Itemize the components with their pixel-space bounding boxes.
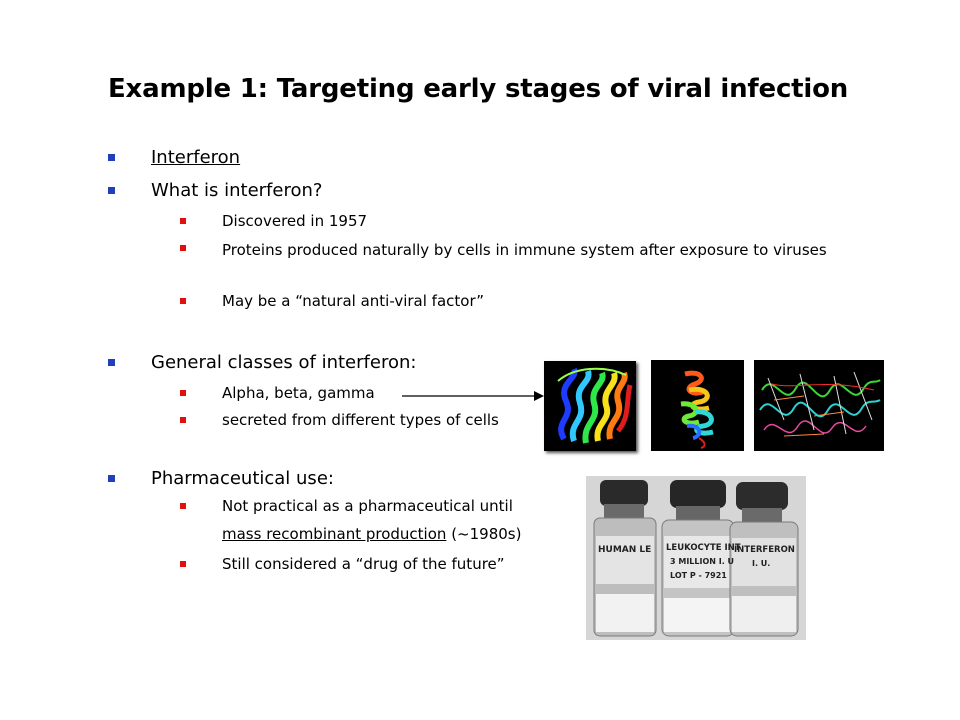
sub-bullet-text: Discovered in 1957 [222,212,368,230]
sub-bullet-text: Still considered a “drug of the future” [222,555,505,573]
protein-structure-image-alpha [544,361,636,451]
sub-bullet-square-icon [180,298,186,304]
sub-bullet-text: May be a “natural anti-viral factor” [222,292,485,310]
sub-bullet-square-icon [180,245,186,251]
date-note: (~1980s) [451,525,522,543]
vial-label: HUMAN LE [598,545,651,555]
protein-structure-image-gamma [754,360,884,451]
bullet-text: What is interferon? [151,180,323,201]
arrow-right-icon [402,391,544,401]
interferon-vials-photo: HUMAN LE LEUKOCYTE INT 3 MILLION I. U LO… [586,476,806,640]
bullet-text: Interferon [151,147,241,168]
protein-ribbon-icon [557,367,633,444]
vial-label: I. U. [752,559,770,568]
sub-bullet-square-icon [180,390,186,396]
vials-illustration: HUMAN LE LEUKOCYTE INT 3 MILLION I. U LO… [586,476,806,640]
vial-label: LEUKOCYTE INT [666,543,741,553]
protein-helix-icon [680,370,714,449]
sub-bullet-square-icon [180,218,186,224]
bullet-square-icon [108,187,115,194]
bullet-text: General classes of interferon: [151,352,417,373]
sub-bullet-text: secreted from different types of cells [222,411,499,429]
slide-title: Example 1: Targeting early stages of vir… [108,74,849,104]
bullet-square-icon [108,475,115,482]
bullet-text: Pharmaceutical use: [151,468,334,489]
vial-label: INTERFERON [734,545,795,555]
vial-label: 3 MILLION I. U [670,557,734,566]
bullet-square-icon [108,154,115,161]
sub-bullet-text: Alpha, beta, gamma [222,384,375,402]
protein-stick-model-icon [759,371,881,437]
underlined-phrase: mass recombinant production [222,525,447,543]
sub-bullet-square-icon [180,417,186,423]
vial-label: LOT P - 7921 [670,571,727,580]
bullet-square-icon [108,359,115,366]
sub-bullet-square-icon [180,503,186,509]
sub-bullet-square-icon [180,561,186,567]
protein-structure-image-beta [651,360,744,451]
sub-bullet-text: Proteins produced naturally by cells in … [222,241,827,259]
sub-bullet-text: Not practical as a pharmaceutical until [222,497,513,515]
